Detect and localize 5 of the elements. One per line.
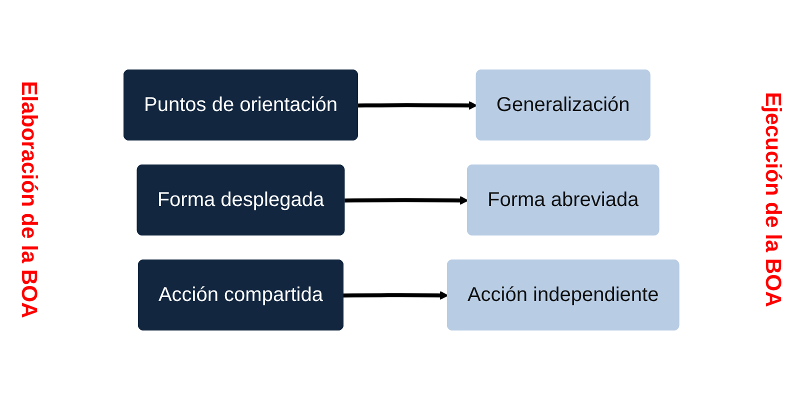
vertical-label: Elaboración de la BOA (16, 81, 42, 319)
arrow (358, 101, 477, 110)
vertical-label: Ejecución de la BOA (760, 92, 786, 308)
arrow (343, 291, 448, 300)
arrow (344, 196, 468, 205)
